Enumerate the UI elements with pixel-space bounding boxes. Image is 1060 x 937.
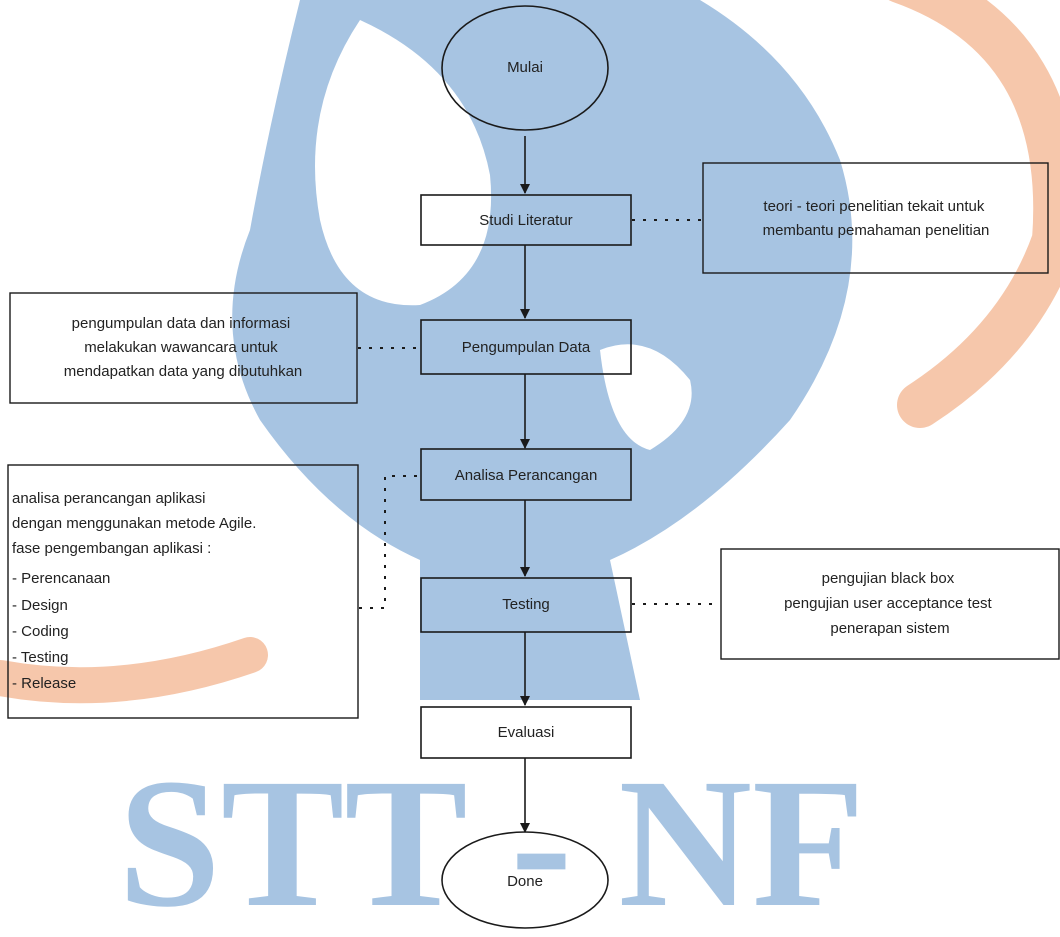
note-line: melakukan wawancara untuk <box>84 339 278 356</box>
node-testing: Testing <box>420 577 632 633</box>
note-line: - Perencanaan <box>12 570 110 587</box>
connectors <box>358 136 720 833</box>
watermark-text: STT - NF <box>118 741 865 937</box>
node-evaluasi: Evaluasi <box>420 706 632 759</box>
note-line: teori - teori penelitian tekait untuk <box>763 198 984 215</box>
watermark-white-cutout-2 <box>600 344 692 450</box>
node-label: Analisa Perancangan <box>455 467 598 484</box>
note-box <box>702 162 1049 274</box>
node-done: Done <box>441 831 609 929</box>
node-label: Mulai <box>507 59 543 76</box>
note-text: teori - teori penelitian tekait untuk me… <box>763 198 990 239</box>
watermark-orange-arc-left <box>0 637 268 704</box>
note-line: fase pengembangan aplikasi : <box>12 540 211 557</box>
note-text: pengumpulan data dan informasi melakukan… <box>64 315 303 380</box>
node-label: Evaluasi <box>498 724 555 741</box>
note-testing: pengujian black box pengujian user accep… <box>720 548 1060 660</box>
note-line: penerapan sistem <box>830 620 949 637</box>
process-box <box>420 706 632 759</box>
note-box <box>7 464 359 719</box>
process-box <box>420 194 632 246</box>
watermark-white-cutout <box>315 20 492 306</box>
note-line: membantu pemahaman penelitian <box>763 222 990 239</box>
watermark-orange-arc-right <box>888 0 1060 428</box>
terminator-shape <box>441 831 609 929</box>
node-label: Pengumpulan Data <box>462 339 591 356</box>
note-box <box>720 548 1060 660</box>
node-label: Testing <box>502 596 550 613</box>
node-label: Done <box>507 873 543 890</box>
node-mulai: Mulai <box>441 5 609 131</box>
note-line: pengujian black box <box>822 570 955 587</box>
process-box <box>420 319 632 375</box>
process-box <box>420 448 632 501</box>
process-box <box>420 577 632 633</box>
note-text: analisa perancangan aplikasi dengan meng… <box>12 490 261 692</box>
note-pengumpulan-data: pengumpulan data dan informasi melakukan… <box>9 292 358 404</box>
note-line: pengumpulan data dan informasi <box>72 315 290 332</box>
note-studi-literatur: teori - teori penelitian tekait untuk me… <box>702 162 1049 274</box>
note-line: mendapatkan data yang dibutuhkan <box>64 363 303 380</box>
note-box <box>9 292 358 404</box>
watermark-white-stroke <box>196 226 284 574</box>
note-line: - Coding <box>12 623 69 640</box>
node-pengumpulan-data: Pengumpulan Data <box>420 319 632 375</box>
note-line: dengan menggunakan metode Agile. <box>12 515 256 532</box>
node-studi-literatur: Studi Literatur <box>420 194 632 246</box>
note-line: analisa perancangan aplikasi <box>12 490 205 507</box>
note-line: pengujian user acceptance test <box>784 595 992 612</box>
terminator-shape <box>441 5 609 131</box>
note-analisa-perancangan: analisa perancangan aplikasi dengan meng… <box>7 464 359 719</box>
node-analisa-perancangan: Analisa Perancangan <box>420 448 632 501</box>
note-line: - Testing <box>12 649 68 666</box>
dotted-link-analisa-note <box>359 475 420 609</box>
node-label: Studi Literatur <box>479 212 572 229</box>
note-line: - Release <box>12 675 76 692</box>
note-text: pengujian black box pengujian user accep… <box>784 570 996 637</box>
note-line: - Design <box>12 597 68 614</box>
